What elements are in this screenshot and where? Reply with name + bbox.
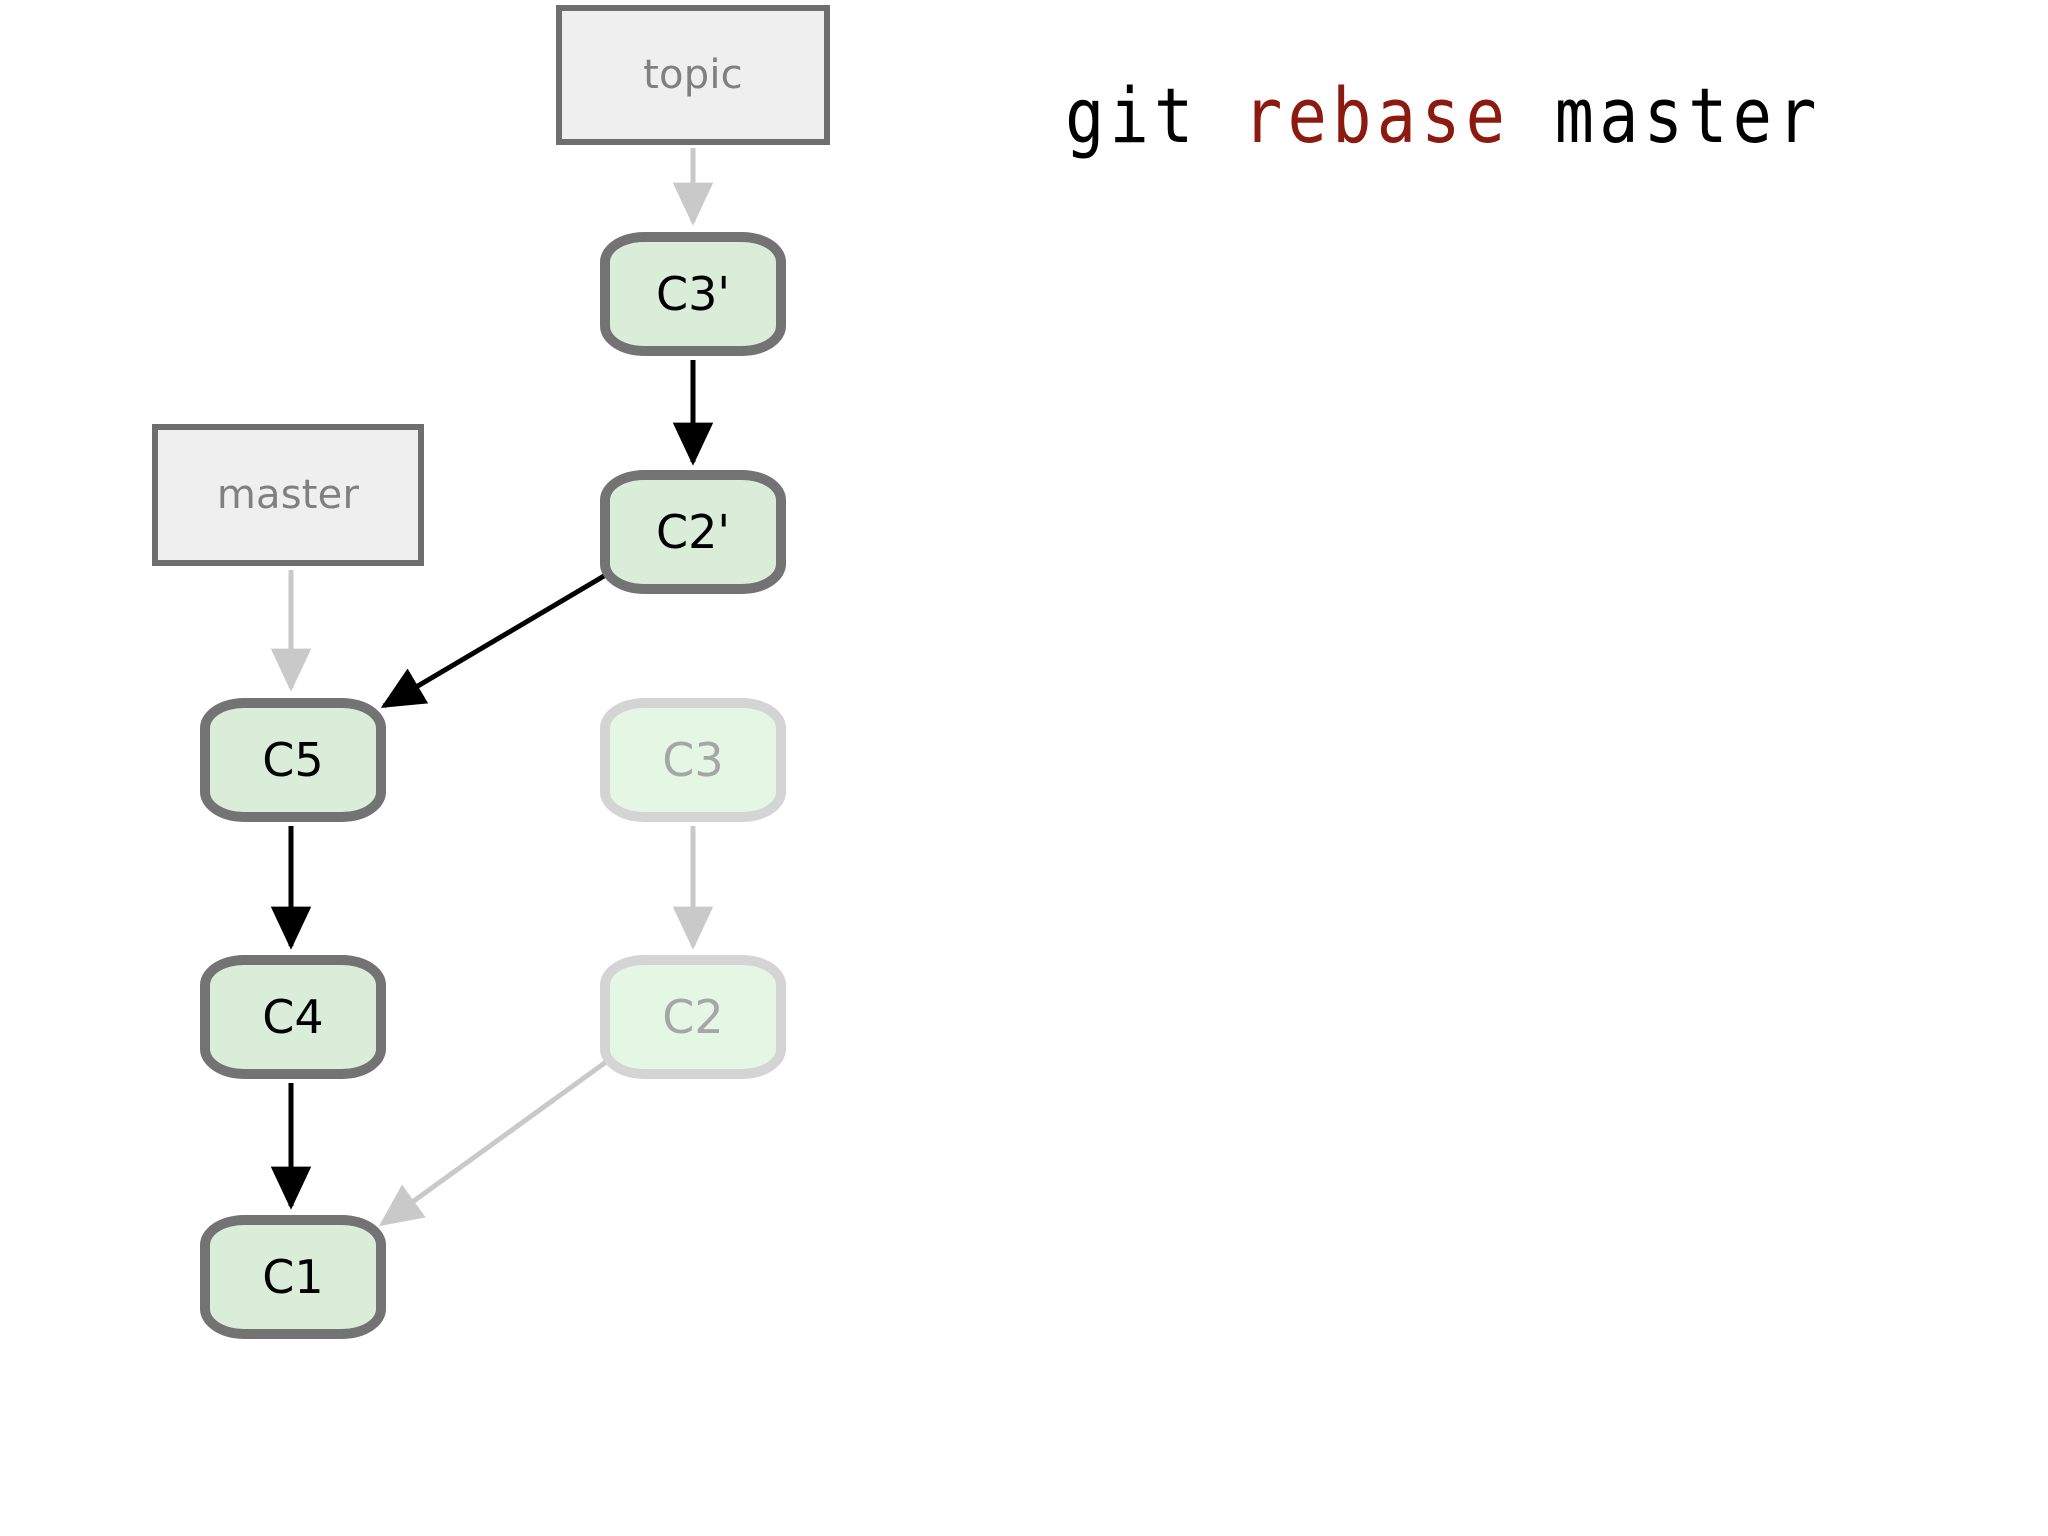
commit-label-c4: C4	[262, 990, 324, 1044]
commit-label-c2-prime: C2'	[655, 505, 731, 559]
commit-node-c3-prime[interactable]: C3'	[600, 232, 786, 356]
branch-box-master[interactable]: master	[152, 424, 424, 566]
commit-label-c3-old: C3	[662, 733, 724, 787]
command-token-git: git	[1065, 71, 1244, 160]
commit-node-c4[interactable]: C4	[200, 955, 386, 1079]
edge-c2p-to-c5	[380, 573, 606, 709]
commit-node-c2-old[interactable]: C2	[600, 955, 786, 1079]
edge-c2-to-c1	[378, 1059, 608, 1227]
commit-label-c3-prime: C3'	[655, 267, 731, 321]
commit-node-c5[interactable]: C5	[200, 698, 386, 822]
commit-node-c3-old[interactable]: C3	[600, 698, 786, 822]
commit-node-c2-prime[interactable]: C2'	[600, 470, 786, 594]
branch-label-topic: topic	[643, 52, 743, 98]
commit-label-c2-old: C2	[662, 990, 724, 1044]
command-token-rebase: rebase	[1243, 71, 1511, 160]
command-caption: git rebase master	[1065, 78, 1822, 154]
commit-label-c5: C5	[262, 733, 324, 787]
command-token-master: master	[1510, 71, 1822, 160]
commit-node-c1[interactable]: C1	[200, 1215, 386, 1339]
branch-box-topic[interactable]: topic	[556, 5, 830, 145]
commit-label-c1: C1	[262, 1250, 324, 1304]
branch-label-master: master	[216, 472, 360, 518]
